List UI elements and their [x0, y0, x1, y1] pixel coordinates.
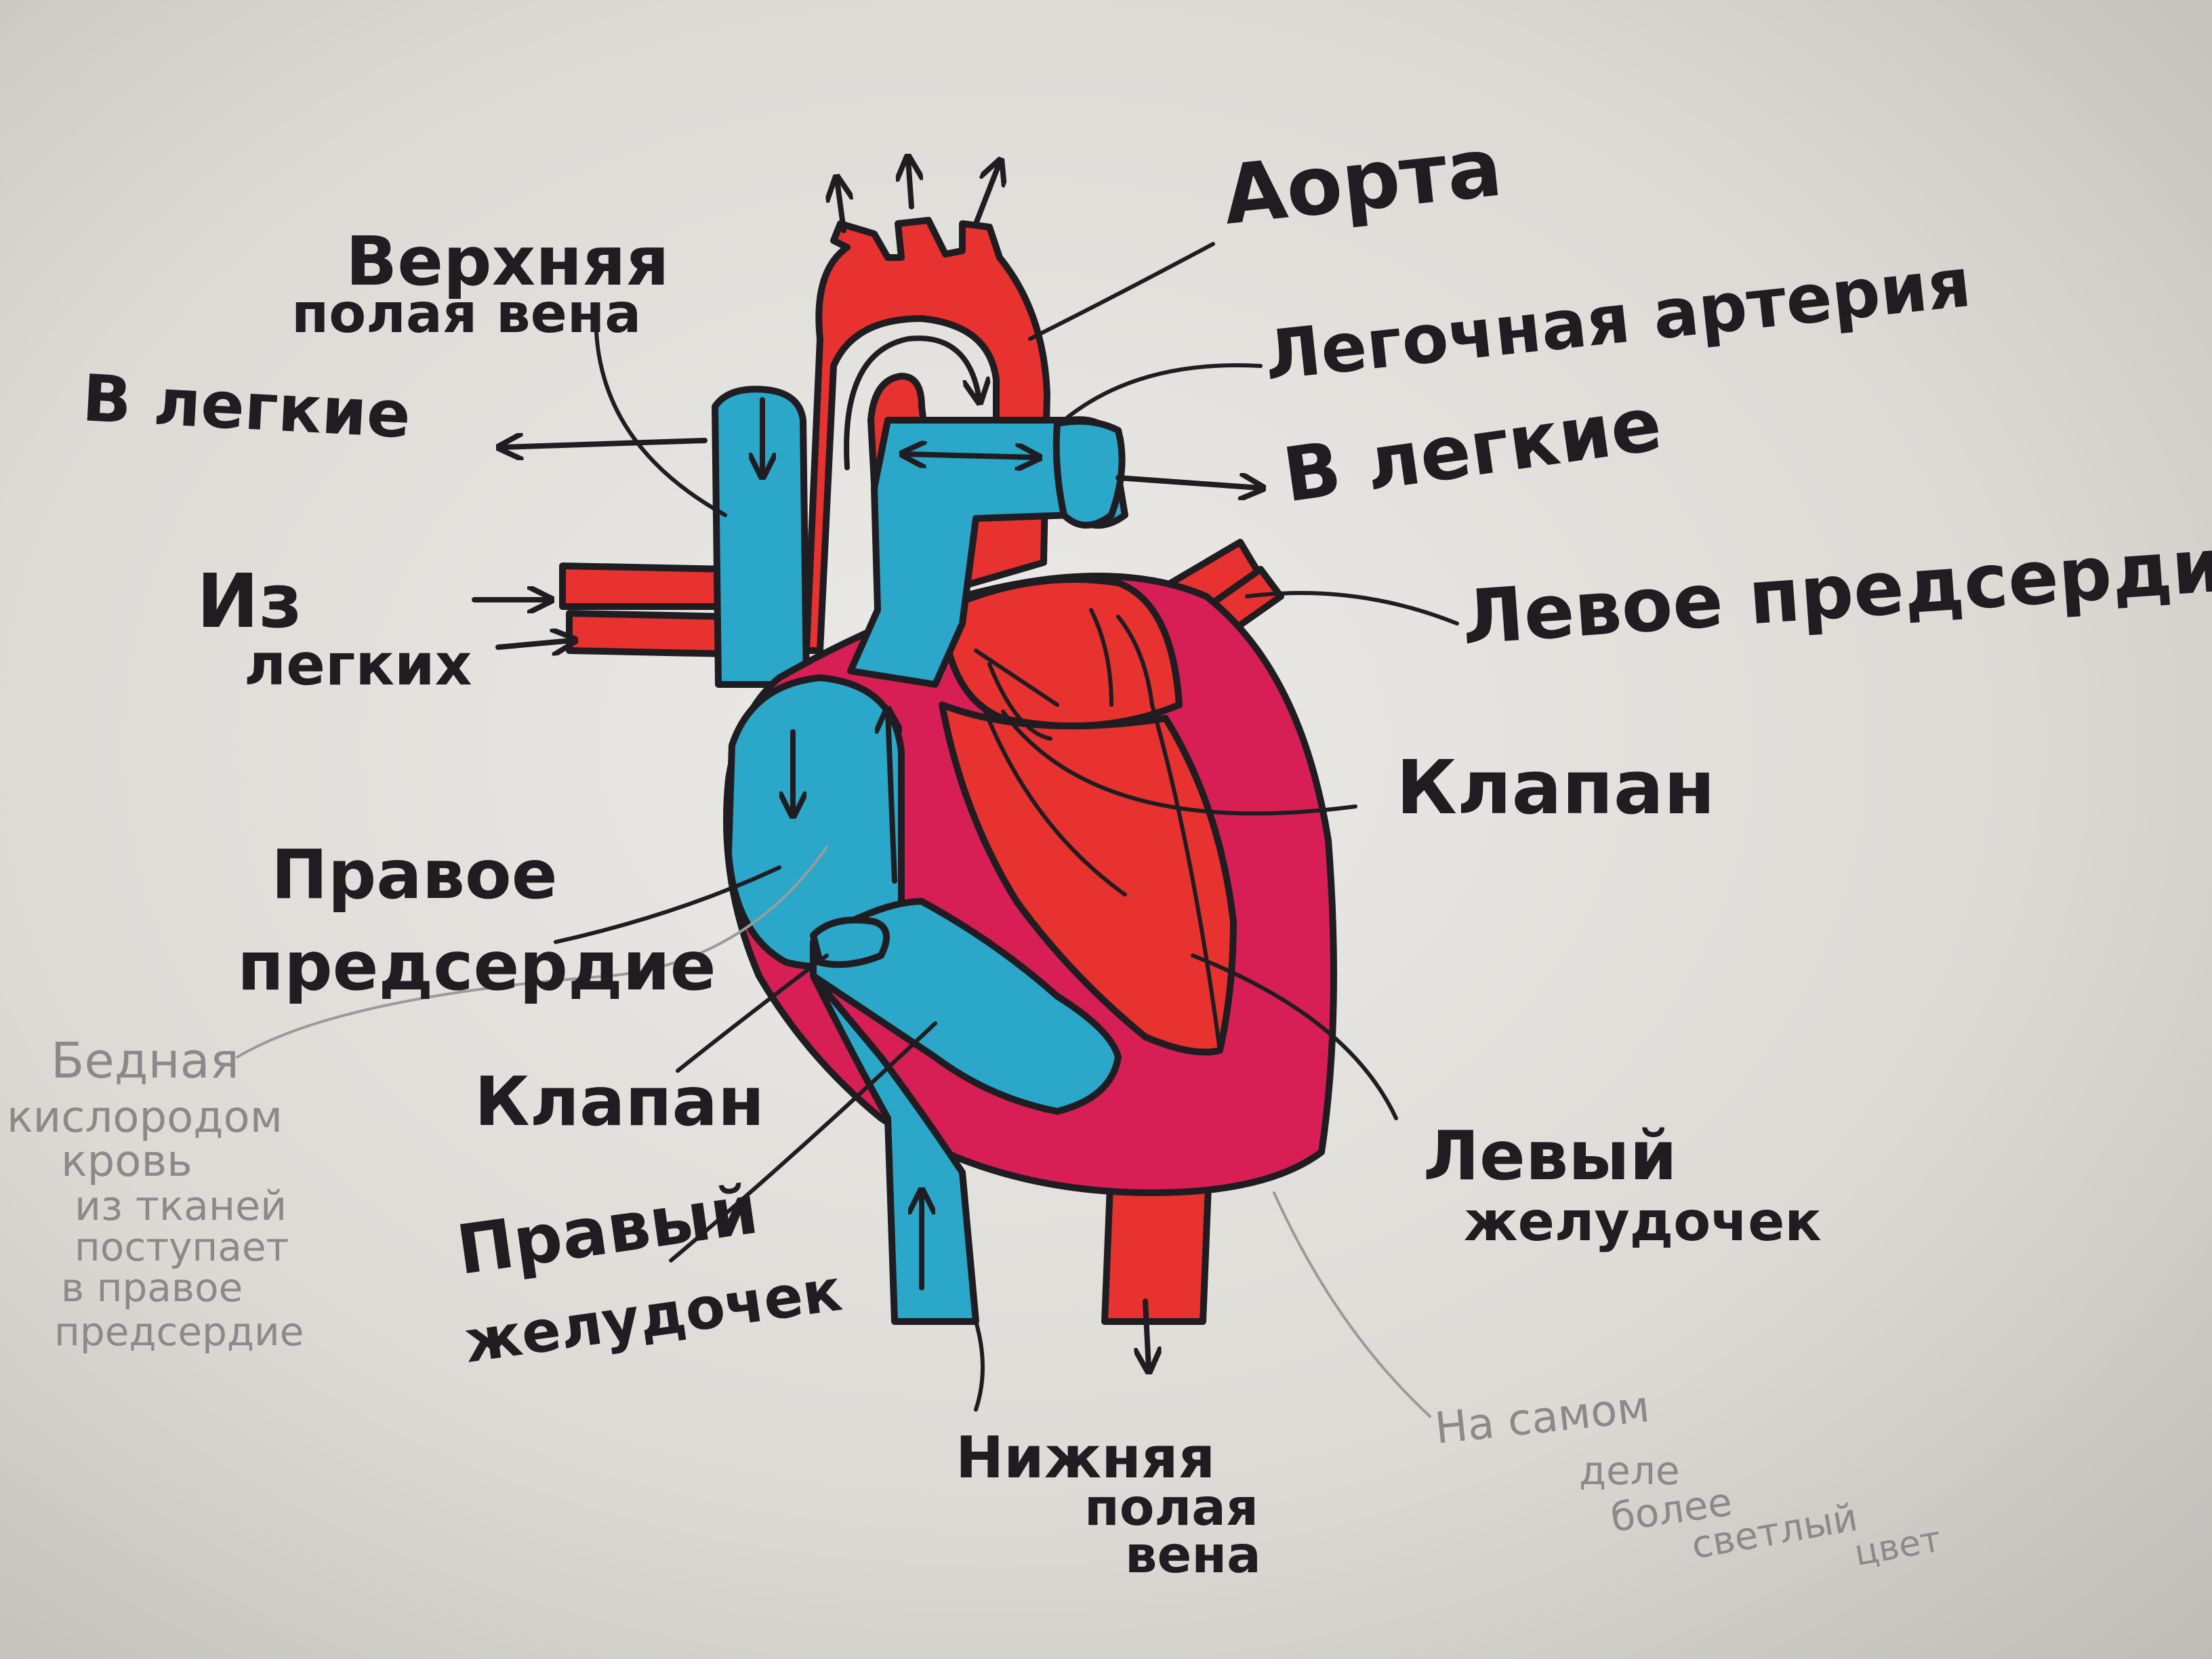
note-poor-blood-line1: Бедная — [51, 1032, 239, 1089]
aortic-arch — [803, 217, 1050, 654]
label-valve-right: Клапан — [1396, 744, 1715, 831]
note-poor-blood-line5: поступает — [75, 1224, 289, 1270]
tricuspid-valve — [810, 916, 890, 968]
pulmonary-vein-left-lower — [566, 610, 735, 657]
label-left-ventricle-line2: желудочек — [1464, 1190, 1822, 1253]
leader-poor-blood — [236, 846, 828, 1059]
label-ivc-line1: Нижняя — [956, 1425, 1215, 1492]
superior-vena-cava — [712, 386, 810, 688]
leader-lines — [236, 242, 1459, 1418]
label-from-lungs-line1: Из — [197, 558, 302, 644]
label-ivc-line2: полая — [1084, 1477, 1258, 1537]
mitral-valve — [974, 608, 1154, 741]
label-aorta: Аорта — [1219, 121, 1507, 243]
label-left-atrium: Левое предсердие — [1459, 518, 2212, 661]
label-right-ventricle-line1: Правый — [452, 1170, 762, 1290]
flow-arrow-up-1 — [837, 180, 844, 233]
note-poor-blood-line6: в правое — [61, 1265, 243, 1311]
note-poor-blood-line3: кровь — [61, 1136, 192, 1187]
note-real-color: На самом деле более светлый цвет — [1433, 1382, 1944, 1574]
flow-arrow-up-2 — [908, 159, 912, 209]
flow-arrow-aortic-arch — [844, 335, 979, 470]
flow-arrow-descending-down — [1145, 1298, 1149, 1369]
leader-left-ventricle — [1191, 954, 1398, 1120]
flow-arrows — [472, 159, 1261, 1369]
note-poor-blood-line2: кислородом — [7, 1092, 283, 1143]
pulmonary-vein-left-upper — [559, 562, 735, 610]
note-real-color-line2: деле — [1579, 1448, 1680, 1494]
left-ventricle — [939, 701, 1237, 1056]
leader-valve-right — [1001, 710, 1357, 816]
leader-valve-left — [676, 954, 829, 1073]
flow-arrow-up-3 — [973, 163, 1000, 226]
leader-ivc — [974, 1319, 985, 1412]
leader-svc — [594, 330, 727, 517]
label-right-atrium-line2: предсердие — [237, 926, 716, 1006]
note-poor-blood-line4: из тканей — [75, 1183, 287, 1230]
leader-pulmonary-artery — [1062, 363, 1263, 422]
label-to-lungs-right: В легкие — [1278, 380, 1666, 519]
leader-real-color — [1273, 1191, 1431, 1418]
pulmonary-artery-opening — [1052, 417, 1126, 529]
label-svc-line2: полая вена — [291, 282, 641, 345]
flow-arrow-pa — [905, 454, 1037, 457]
septum-line — [981, 703, 1222, 1052]
label-to-lungs-left: В легкие — [81, 361, 413, 453]
note-poor-blood: Бедная кислородом кровь из тканей поступ… — [7, 1032, 304, 1355]
note-real-color-line1: На самом — [1433, 1382, 1652, 1454]
label-left-ventricle-line1: Левый — [1423, 1116, 1677, 1195]
note-real-color-line5: цвет — [1851, 1519, 1944, 1574]
arrow-to-lungs-left — [501, 441, 708, 447]
flow-arrow-rv-up — [888, 712, 895, 884]
label-from-lungs-line2: легких — [244, 632, 472, 699]
label-svc-line1: Верхняя — [346, 222, 670, 301]
arrow-to-lungs-right — [1115, 478, 1261, 488]
leader-aorta — [1028, 242, 1215, 341]
leader-left-atrium — [1245, 591, 1459, 626]
arrow-from-lungs-2 — [495, 640, 573, 647]
leader-right-atrium — [554, 865, 781, 944]
leader-right-ventricle — [669, 1021, 937, 1263]
label-valve-left: Клапан — [474, 1062, 764, 1141]
note-poor-blood-line7: предсердие — [54, 1309, 304, 1355]
right-ventricle — [810, 898, 1122, 1115]
label-right-atrium-line1: Правое — [271, 835, 558, 914]
label-ivc-line3: вена — [1125, 1525, 1261, 1584]
label-pulmonary-artery: Легочная артерия — [1261, 243, 1974, 396]
inferior-vena-cava — [810, 972, 979, 1325]
